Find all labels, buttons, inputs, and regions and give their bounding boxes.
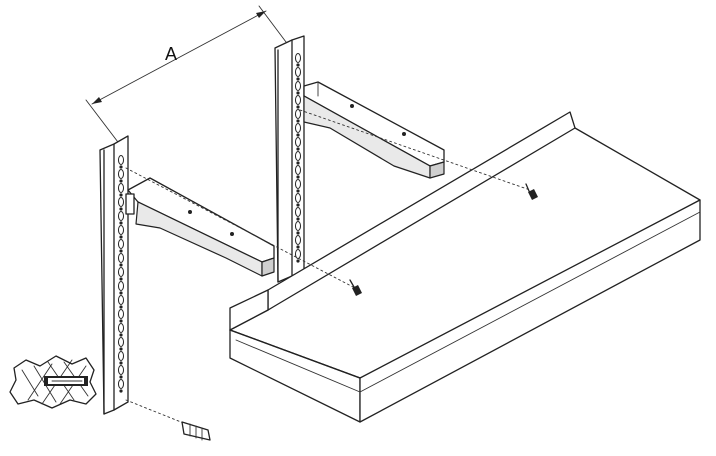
right-shelf-bracket <box>303 81 445 179</box>
wall-plug <box>181 421 211 441</box>
rail-slot-dot <box>296 245 300 249</box>
rail-slot <box>118 155 124 165</box>
rail-slot-dot <box>119 319 123 323</box>
rail-slot <box>295 109 301 119</box>
rail-slot <box>295 81 301 91</box>
rail-slot <box>118 323 124 333</box>
rail-slot <box>295 123 301 133</box>
rail-slot <box>295 221 301 231</box>
rail-slot <box>118 351 124 361</box>
rail-slot-dot <box>296 203 300 207</box>
rail-slot-dot <box>296 119 300 123</box>
rail-slot <box>295 95 301 105</box>
rail-slot <box>118 239 124 249</box>
shelf-screw-left <box>349 279 362 296</box>
rail-slot-dot <box>296 231 300 235</box>
rail-slot <box>118 197 124 207</box>
rail-slot-dot <box>119 389 123 393</box>
rail-slot-dot <box>296 77 300 81</box>
rail-slot-dot <box>296 133 300 137</box>
rail-slot <box>295 67 301 77</box>
rail-slot-dot <box>119 235 123 239</box>
dimension-label: A <box>165 44 177 64</box>
fastening-guides <box>125 109 538 441</box>
rail-slot-dot <box>119 291 123 295</box>
rail-slot <box>118 309 124 319</box>
rail-slot-dot <box>119 277 123 281</box>
rail-slot <box>295 249 301 259</box>
rail-slot <box>118 295 124 305</box>
rail-slot-dot <box>119 361 123 365</box>
rail-slot-dot <box>119 179 123 183</box>
rail-slot <box>118 253 124 263</box>
rail-slot-dot <box>296 217 300 221</box>
rail-slot <box>295 137 301 147</box>
rail-slot-dot <box>119 207 123 211</box>
rail-slot <box>118 365 124 375</box>
rail-slot-dot <box>119 249 123 253</box>
rail-slot <box>295 207 301 217</box>
rail-slot-dot <box>296 147 300 151</box>
rail-slot-dot <box>119 263 123 267</box>
rail-slot <box>118 267 124 277</box>
rail-slot-dot <box>119 375 123 379</box>
shelf-screw-right <box>525 183 538 200</box>
rail-slot <box>118 225 124 235</box>
rail-slot-dot <box>296 161 300 165</box>
shelf-board <box>229 111 701 423</box>
right-wall-rail <box>274 35 305 283</box>
rail-slot-dot <box>296 91 300 95</box>
rail-slot-dot <box>296 175 300 179</box>
rail-slot <box>295 53 301 63</box>
dimension-a: A <box>85 5 293 151</box>
rail-slot <box>295 235 301 245</box>
rail-slot <box>118 183 124 193</box>
rail-slot-dot <box>119 347 123 351</box>
rail-slot <box>118 169 124 179</box>
rail-slot-dot <box>296 189 300 193</box>
rail-slot-dot <box>119 221 123 225</box>
rail-slot <box>295 193 301 203</box>
rail-slot <box>118 211 124 221</box>
left-wall-rail <box>99 135 129 415</box>
rail-slot <box>295 165 301 175</box>
left-shelf-bracket <box>125 177 275 277</box>
rail-slot-dot <box>296 63 300 67</box>
wall-anchor-detail <box>9 355 97 409</box>
rail-slot-dot <box>119 193 123 197</box>
rail-slot <box>295 151 301 161</box>
rail-slot <box>295 179 301 189</box>
rail-slot-dot <box>119 305 123 309</box>
rail-slot <box>118 281 124 291</box>
rail-slot-dot <box>119 333 123 337</box>
rail-slot <box>118 379 124 389</box>
rail-slot-dot <box>296 259 300 263</box>
rail-slot <box>118 337 124 347</box>
rail-slot-dot <box>296 105 300 109</box>
rail-slot-dot <box>119 165 123 169</box>
